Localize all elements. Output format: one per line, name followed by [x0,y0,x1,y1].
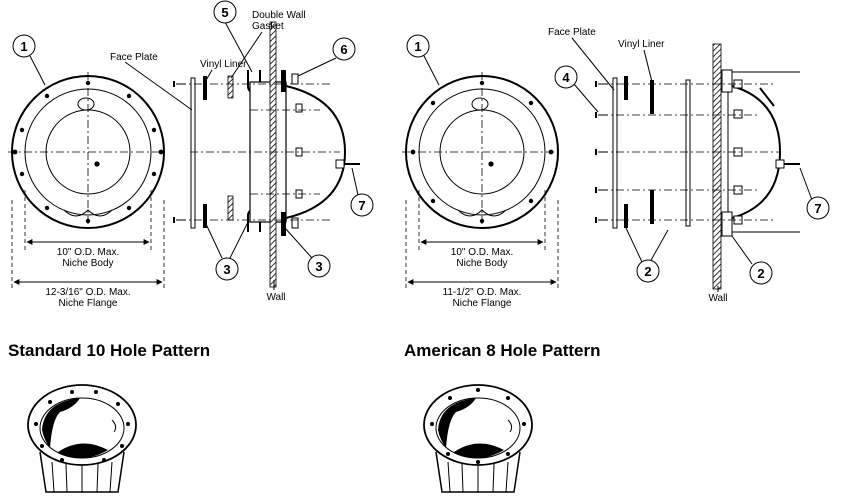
left-callout-1: 1 [20,39,27,54]
right-callout-2b: 2 [757,266,764,281]
flange-holes-10 [12,80,164,224]
left-callout-3a: 3 [223,262,230,277]
right-diagram-title: American 8 Hole Pattern [404,341,601,360]
left-wall-label: Wall [266,292,285,303]
left-callout-6: 6 [340,42,347,57]
left-flange-dim-line2: Niche Flange [59,298,118,309]
right-callout-2a: 2 [644,264,651,279]
screw-icon [173,81,186,223]
left-gasket-label-line2: Gasket [252,21,284,32]
right-vinyl-liner-label: Vinyl Liner [618,39,665,50]
left-flange-dim-line1: 12-3/16" O.D. Max. [45,287,130,298]
right-body-dim-line2: Niche Body [456,258,507,269]
right-wall-label: Wall [708,293,727,304]
right-callout-1: 1 [414,39,421,54]
niche-perspective-10-hole-icon [27,384,137,493]
left-gasket-label-line1: Double Wall [252,10,306,21]
left-body-dim-line2: Niche Body [62,258,113,269]
niche-perspective-8-hole-icon [423,384,533,493]
right-flange-dim-line1: 11-1/2" O.D. Max. [443,287,522,298]
flange-holes-8 [410,80,554,224]
right-body-dim-line1: 10" O.D. Max. [451,247,513,258]
right-callout-4: 4 [562,70,570,85]
left-side-view [124,0,374,290]
right-side-view [554,37,830,292]
left-face-plate-label: Face Plate [110,52,158,63]
bolt-icon [291,73,303,229]
left-diagram-title: Standard 10 Hole Pattern [8,341,210,360]
left-front-view [8,34,168,290]
left-callout-5: 5 [221,5,228,20]
right-flange-dim-line2: Niche Flange [453,298,512,309]
right-callout-7: 7 [814,201,821,216]
left-vinyl-liner-label: Vinyl Liner [200,59,247,70]
right-face-plate-label: Face Plate [548,27,596,38]
right-front-view [402,34,562,290]
left-callout-3b: 3 [315,259,322,274]
left-callout-7: 7 [358,198,365,213]
left-body-dim-line1: 10" O.D. Max. [57,247,119,258]
